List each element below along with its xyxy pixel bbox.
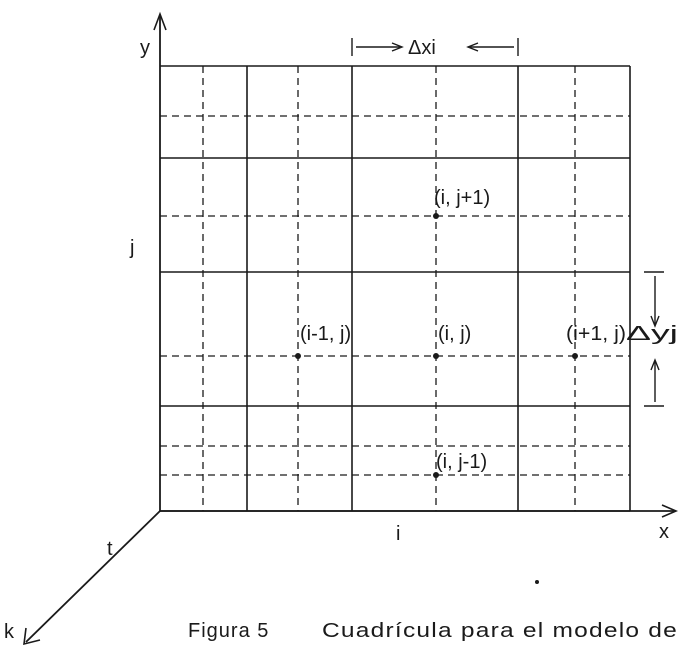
delta-y-arrowhead-top — [650, 315, 660, 328]
delta-x-label: Δxi — [408, 37, 436, 59]
node-label-top: (i, j+1) — [434, 187, 490, 209]
k-axis — [25, 510, 161, 643]
node-label-right: (i+1, j) — [566, 323, 626, 345]
stray-dot — [535, 580, 539, 584]
x-axis-arrowhead — [661, 504, 679, 518]
node-point-left — [295, 353, 301, 359]
axes — [23, 11, 679, 646]
delta-x-arrowhead-left — [391, 42, 404, 52]
delta-y-label: Δyj — [626, 323, 678, 345]
k-axis-label: k — [4, 621, 15, 643]
node-label-bottom: (i, j-1) — [436, 451, 487, 473]
node-label-left: (i-1, j) — [300, 323, 351, 345]
y-axis-arrowhead — [153, 11, 167, 31]
i-index-label: i — [396, 523, 400, 545]
node-point-bottom — [433, 472, 439, 478]
node-label-center: (i, j) — [438, 323, 471, 345]
j-index-label: j — [129, 237, 134, 259]
delta-x-arrowhead-right — [466, 42, 479, 52]
delta-x-marker — [351, 38, 519, 56]
node-point-center — [433, 353, 439, 359]
x-axis-label: x — [659, 521, 669, 543]
delta-y-marker — [644, 271, 664, 407]
figure-number: Figura 5 — [188, 620, 269, 642]
k-axis-arrowhead — [23, 627, 41, 646]
node-point-right — [572, 353, 578, 359]
figure-caption-text: Cuadrícula para el modelo de — [322, 620, 678, 642]
grid-nodes — [295, 213, 578, 478]
node-point-top — [433, 213, 439, 219]
delta-y-arrowhead-bottom — [650, 358, 660, 371]
node-lines — [160, 66, 630, 511]
cell-boundaries — [160, 65, 631, 512]
t-axis-label: t — [107, 538, 113, 560]
y-axis-label: y — [140, 37, 150, 59]
